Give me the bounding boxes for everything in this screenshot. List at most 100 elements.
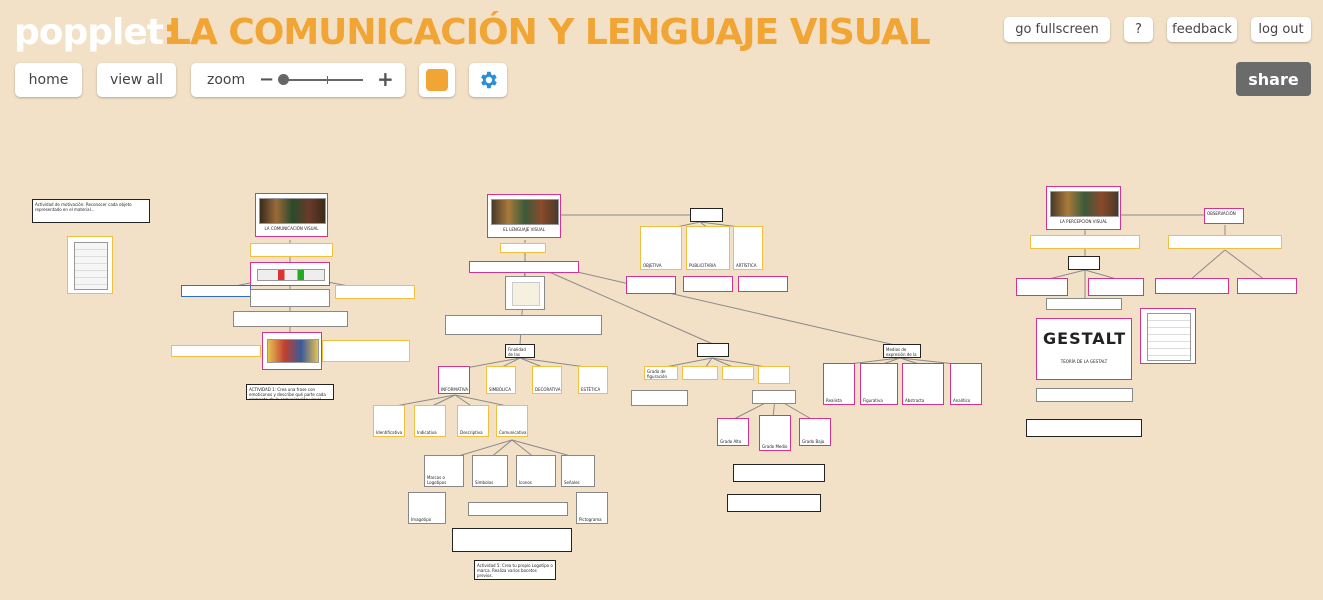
node-publicitaria[interactable]: PUBLICITARIA [686,226,730,270]
node-contexto[interactable] [233,311,348,327]
node-actividad-2[interactable] [733,464,825,482]
log-out-button[interactable]: log out [1251,17,1311,42]
node-identificativa[interactable]: Identificativa [373,405,405,437]
zoom-control: zoom − + [191,63,405,97]
node-mensaje[interactable] [250,289,330,307]
node-funcion[interactable] [690,208,723,222]
color-swatch [426,69,448,91]
node-abstracta[interactable]: Abstracta [902,363,944,405]
node-comunicativa[interactable]: Comunicativa [496,405,528,437]
node-percepcion-nota[interactable] [1046,298,1122,310]
node-caracteristicas[interactable] [697,343,729,357]
node-objetiva-desc[interactable] [626,276,676,294]
node-artistica-desc[interactable] [738,276,788,292]
node-gestalt[interactable]: GESTALT TEORÍA DE LA GESTALT [1036,318,1132,380]
node-actividad-5[interactable]: Actividad 5: Crea tu propio Logotipo o m… [474,560,556,580]
node-relacion-realidad[interactable] [752,390,796,404]
node-comunicacion-visual[interactable]: LA COMUNICACIÓN VISUAL [255,193,328,237]
node-imagen-def[interactable] [469,261,579,273]
zoom-label: zoom [207,72,246,88]
node-gestalt-laws[interactable] [1140,308,1196,364]
node-actividad-3[interactable] [727,494,821,512]
view-all-button[interactable]: view all [97,63,176,97]
node-tecnica[interactable] [1237,278,1297,294]
lenguaje-visual-image [491,199,559,225]
codigo-image [267,339,319,363]
node-analitico[interactable]: Analítico [950,363,982,405]
help-button[interactable]: ? [1124,17,1153,42]
node-finalidad[interactable]: Finalidad de las imágenes [505,344,535,358]
node-complejidad[interactable] [682,366,718,380]
node-base-informacion[interactable] [250,243,333,257]
go-fullscreen-button[interactable]: go fullscreen [1004,17,1110,42]
zoom-slider-handle[interactable] [278,74,290,85]
node-pictograma[interactable]: Pictograma [576,492,608,524]
node-actividad-4[interactable] [452,528,572,552]
pipa-image [512,282,540,306]
settings-button[interactable] [469,63,507,97]
node-calidad-tecnica[interactable] [722,366,754,380]
node-medios[interactable]: Medios de expresión de la imagen [883,344,921,358]
node-objetiva[interactable]: OBJETIVA [640,226,682,270]
color-picker-button[interactable] [419,63,455,97]
node-actividad-1[interactable]: ACTIVIDAD 1: Crea una frase con emoticon… [246,384,334,400]
node-canal[interactable] [171,345,261,357]
node-imagotipo[interactable]: Imagotipo [408,492,446,524]
node-grado-medio[interactable]: Grado Medio [759,415,791,451]
node-actividad-gestalt[interactable] [1026,419,1142,437]
home-button[interactable]: home [15,63,82,97]
node-cualidades[interactable] [1155,278,1229,294]
node-artistica[interactable]: ARTÍSTICA [733,226,763,270]
percepcion-image [1050,191,1119,217]
zoom-out-button[interactable]: − [259,69,275,90]
node-grado-bajo[interactable]: Grado Bajo [799,418,831,446]
node-grado-figuracion[interactable]: Grado de figuración [644,366,678,380]
node-lenguaje-visual[interactable]: EL LENGUAJE VISUAL [487,194,561,238]
node-grado-alto[interactable]: Grado Alto [717,418,749,446]
share-button[interactable]: share [1236,62,1311,96]
node-pipa-image[interactable] [505,276,545,310]
comunicacion-visual-image [259,198,326,224]
node-simbolica[interactable]: SIMBÓLICA [486,366,516,394]
node-formas-basadas[interactable] [631,390,688,406]
node-lenguaje-desc[interactable] [500,243,546,253]
emoticons-image [74,242,108,290]
node-iconos[interactable]: Iconos [516,455,556,487]
node-codigo-image[interactable] [262,332,322,370]
node-simbolos[interactable]: Símbolos [472,455,508,487]
node-decorativa[interactable]: DECORATIVA [532,366,562,394]
zoom-in-button[interactable]: + [377,67,394,91]
node-observacion-desc[interactable] [1168,235,1282,249]
node-ruido[interactable] [322,340,410,362]
node-percepcion[interactable]: LA PERCEPCIÓN VISUAL [1046,186,1121,230]
node-objetivos[interactable] [1016,278,1068,296]
node-grado-iconicidad[interactable] [758,366,790,384]
node-publicitaria-desc[interactable] [683,276,733,292]
gear-icon [481,71,497,89]
feedback-button[interactable]: feedback [1167,17,1237,42]
node-subjetivos[interactable] [1088,278,1144,296]
node-observacion[interactable]: OBSERVACIÓN [1204,208,1244,224]
node-senales[interactable]: Señales [561,455,595,487]
node-percepcion-desc[interactable] [1030,235,1140,249]
popplet-logo[interactable]: popplet: [14,12,177,53]
node-significante[interactable] [468,502,568,516]
node-emisor[interactable] [181,285,251,297]
node-descriptiva[interactable]: Descriptiva [457,405,489,437]
node-esquema-comunicacion[interactable] [250,262,330,286]
node-receptor[interactable] [335,285,415,299]
node-estetica[interactable]: ESTÉTICA [578,366,608,394]
node-indicativa[interactable]: Indicativa [414,405,446,437]
node-realista[interactable]: Realista [823,363,855,405]
zoom-slider-track[interactable] [279,79,363,81]
node-lectura-imagenes[interactable] [445,315,602,335]
node-emoticons-image[interactable] [67,236,113,294]
node-marcas[interactable]: Marcas o Logotipos [424,455,464,487]
node-factores[interactable] [1068,256,1100,270]
node-actividad-motivacion[interactable]: Actividad de motivación: Reconocer cada … [32,199,150,223]
node-figurativa[interactable]: Figurativa [860,363,898,405]
node-informativa[interactable]: INFORMATIVA [438,366,470,394]
node-gestalt-link[interactable] [1036,388,1133,402]
